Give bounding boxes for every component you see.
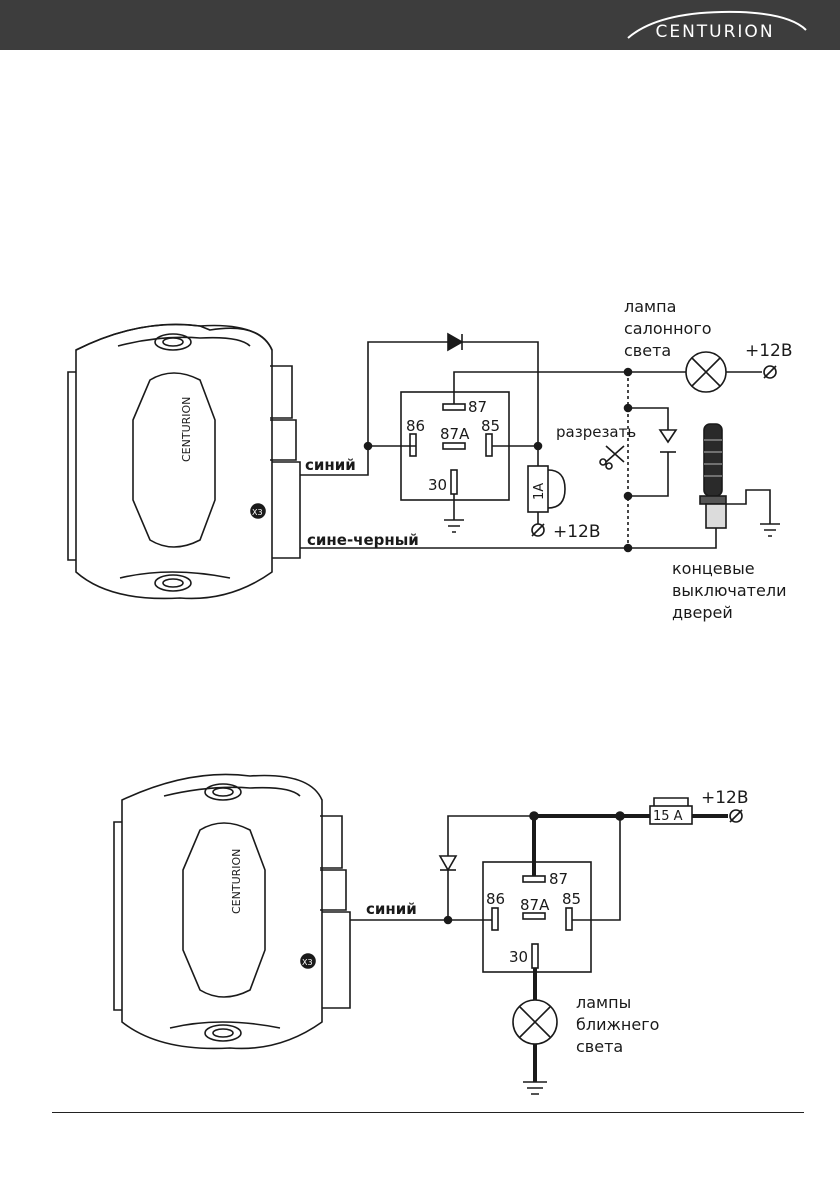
- door-switch-icon: [700, 424, 780, 536]
- unit-2-brand: CENTURION: [230, 849, 243, 914]
- fuse-1a-label: 1A: [532, 483, 547, 500]
- relay-2-pin-87-label: 87: [549, 870, 568, 888]
- supply-2-label: +12В: [701, 788, 749, 808]
- lamp-1-label-line-3: света: [624, 341, 671, 360]
- relay-2-pin-85-label: 85: [562, 890, 581, 908]
- diode-2-icon: [440, 856, 456, 870]
- lamp-2-label-line-3: света: [576, 1037, 623, 1056]
- relay-1-pin-87-label: 87: [468, 398, 487, 416]
- door-switch-label-line-1: концевые: [672, 559, 755, 578]
- lamp-1-label-line-1: лампа: [624, 297, 676, 316]
- scissors-icon: [606, 446, 624, 462]
- relay-2-pin-86-label: 86: [486, 890, 505, 908]
- connector-x3-label-2: X3: [302, 958, 313, 967]
- door-switch-label-line-2: выключатели: [672, 581, 786, 600]
- supply-bottom-label: +12В: [553, 522, 601, 542]
- footer-divider: [52, 1112, 804, 1113]
- wire-blue-label: синий: [305, 456, 356, 474]
- relay-2-pin-87a-label: 87A: [520, 896, 550, 914]
- lamp-1-label-line-2: салонного: [624, 319, 712, 338]
- lamp-2-label-line-1: лампы: [576, 993, 631, 1012]
- connector-x3-label: X3: [252, 508, 263, 517]
- diode-icon: [448, 334, 462, 350]
- wire-blue-black-label: сине-черный: [307, 531, 419, 549]
- diagram-1: [68, 324, 780, 598]
- unit-1-brand: CENTURION: [180, 397, 193, 462]
- lamp-2-label-line-2: ближнего: [576, 1015, 659, 1034]
- relay-1-pin-85-label: 85: [481, 417, 500, 435]
- ground-icon: [444, 520, 464, 532]
- fuse-15a-label: 15 А: [653, 809, 683, 824]
- ground-2-icon: [523, 1082, 547, 1094]
- wire-blue-label-2: синий: [366, 900, 417, 918]
- relay-2-box: [483, 862, 591, 972]
- relay-1-pin-87a-label: 87A: [440, 425, 470, 443]
- door-switch-label-line-3: дверей: [672, 603, 733, 622]
- relay-2-pin-30-label: 30: [509, 948, 528, 966]
- lamp-1-supply-label: +12В: [745, 341, 793, 361]
- relay-1-pin-86-label: 86: [406, 417, 425, 435]
- cut-label: разрезать: [556, 423, 636, 441]
- diode-bypass-icon: [660, 430, 676, 442]
- diagram-2: [114, 774, 742, 1094]
- relay-1-pin-30-label: 30: [428, 476, 447, 494]
